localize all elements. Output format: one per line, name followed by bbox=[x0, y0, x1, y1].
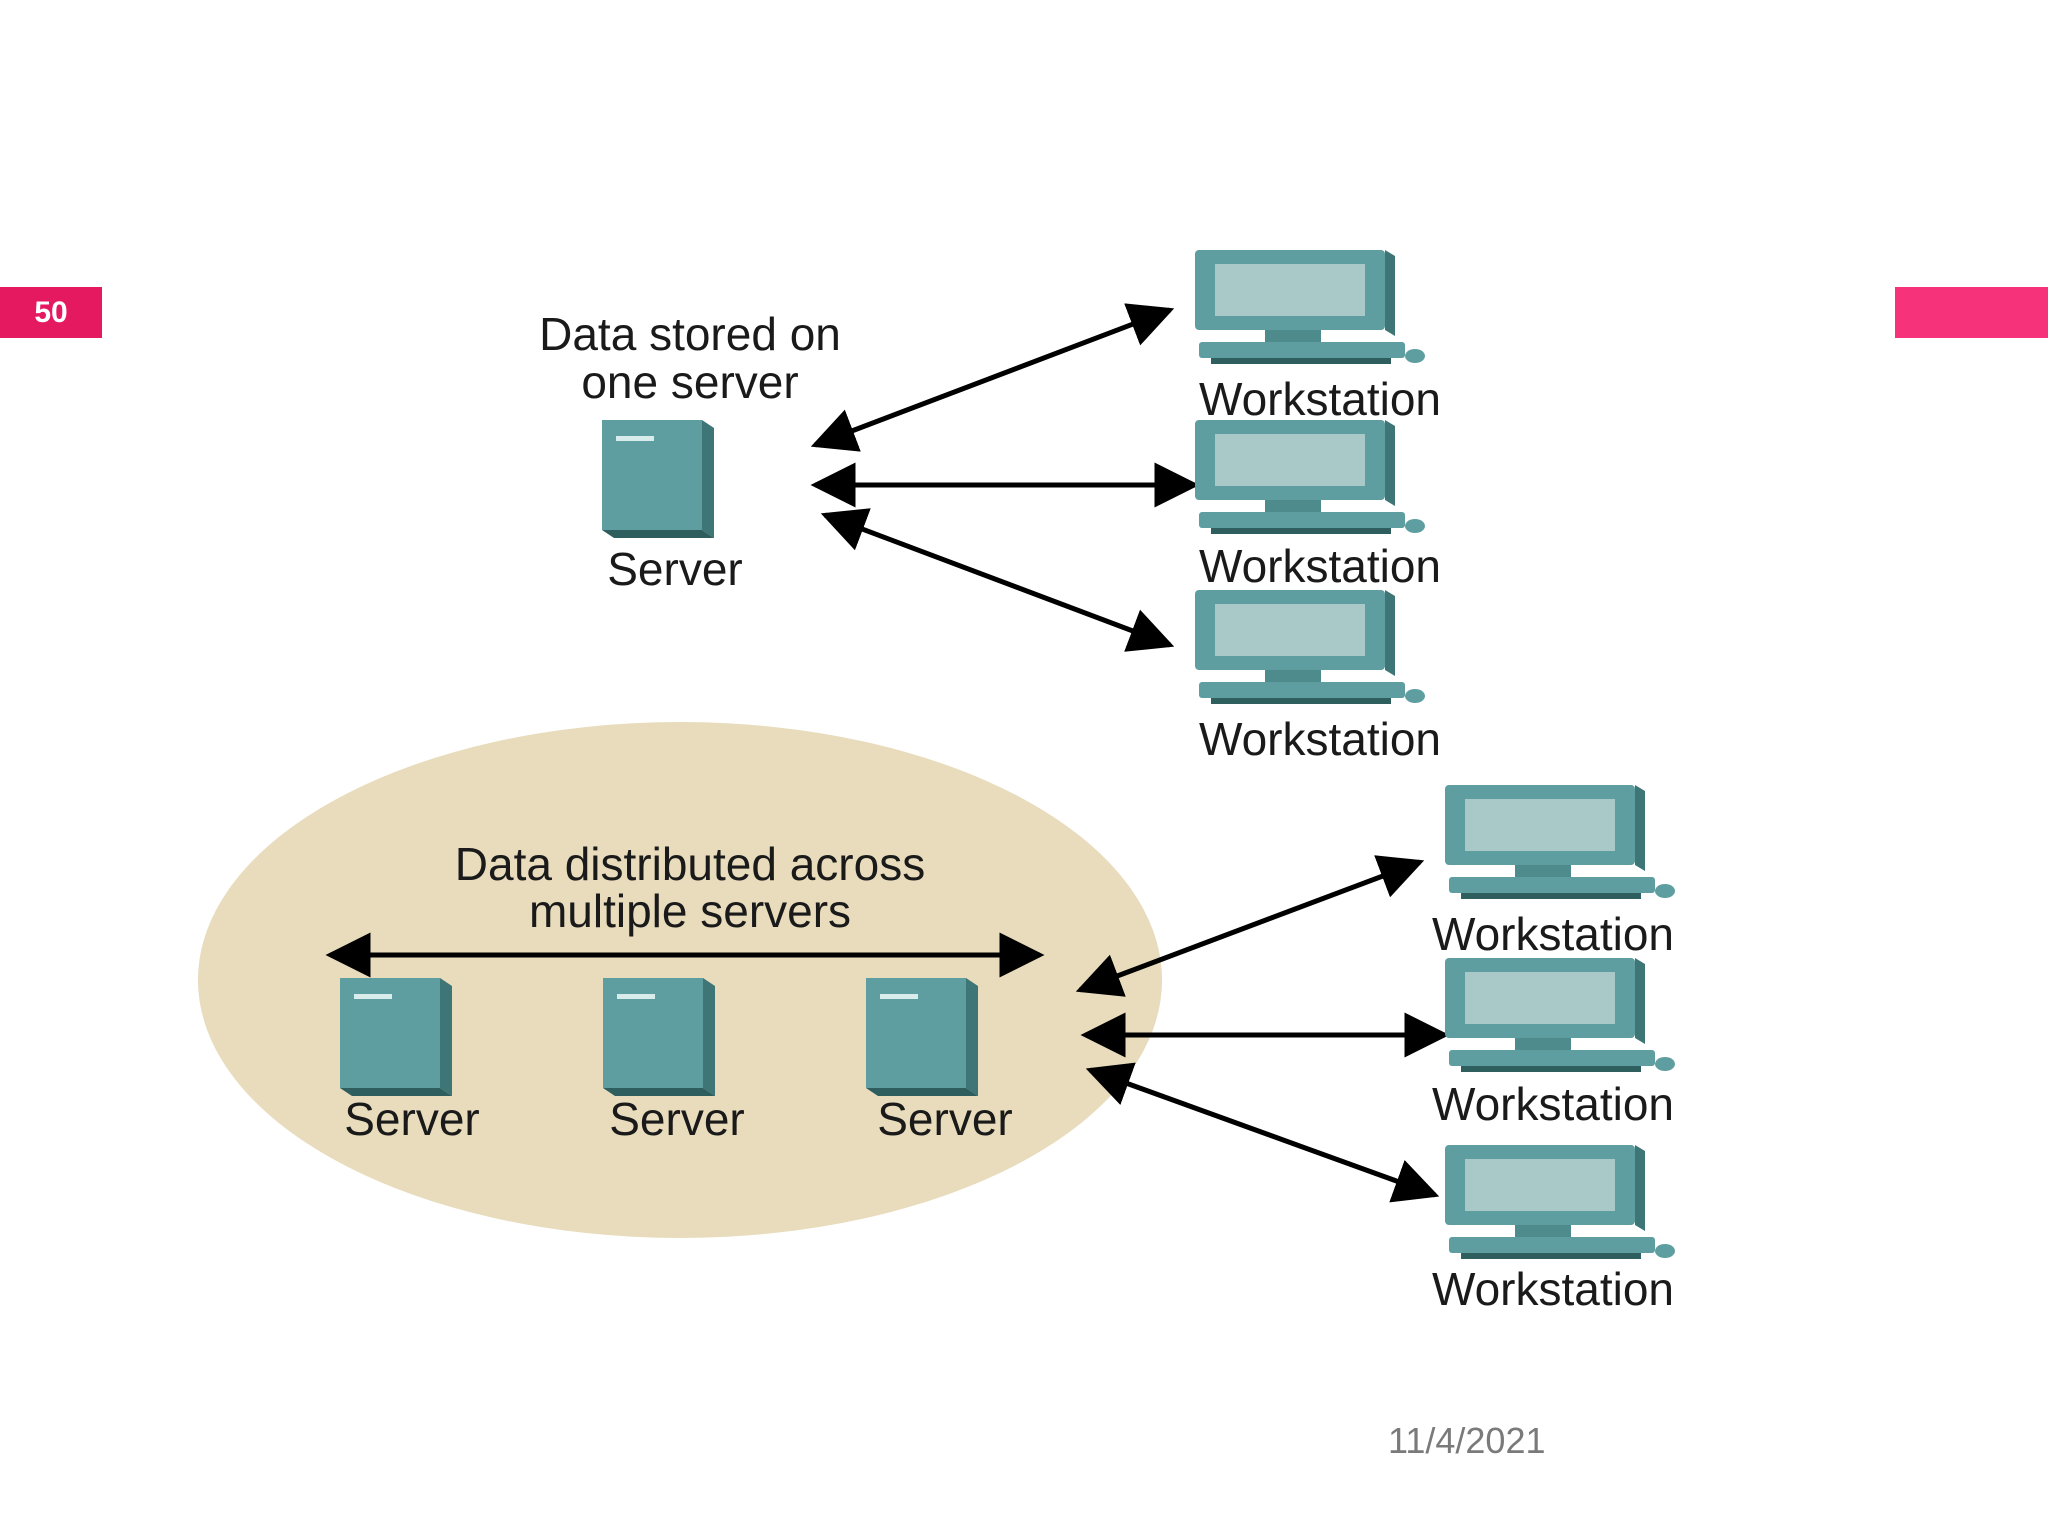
bottom-workstation-icon-2 bbox=[1445, 958, 1675, 1072]
bottom-server-icon-1 bbox=[340, 978, 452, 1096]
bottom-workstation-icon-1 bbox=[1445, 785, 1675, 899]
top-workstation-icon-2 bbox=[1195, 420, 1425, 534]
bottom-workstation-label-3: Workstation bbox=[1432, 1263, 1674, 1315]
top-workstation-label-1: Workstation bbox=[1199, 373, 1441, 425]
top-workstation-icon-1 bbox=[1195, 250, 1425, 364]
slide-number-badge: 50 bbox=[0, 287, 102, 338]
bottom-workstation-icon-3 bbox=[1445, 1145, 1675, 1259]
top-arrow-1 bbox=[810, 303, 1175, 452]
top-server-icon bbox=[602, 420, 714, 538]
top-workstation-label-3: Workstation bbox=[1199, 713, 1441, 765]
bottom-server-label-2: Server bbox=[609, 1093, 744, 1145]
bottom-arrow-3 bbox=[1085, 1062, 1440, 1203]
footer-date: 11/4/2021 bbox=[1388, 1420, 1546, 1461]
bottom-arrow-1 bbox=[1075, 855, 1425, 997]
top-arrow-3 bbox=[820, 508, 1175, 652]
bottom-workstation-label-1: Workstation bbox=[1432, 908, 1674, 960]
bottom-server-icon-3 bbox=[866, 978, 978, 1096]
accent-bar bbox=[1895, 287, 2048, 338]
bottom-caption-line2: multiple servers bbox=[529, 885, 851, 937]
bottom-server-icon-2 bbox=[603, 978, 715, 1096]
bottom-server-label-1: Server bbox=[344, 1093, 479, 1145]
top-caption-line2: one server bbox=[581, 356, 798, 408]
top-workstation-label-2: Workstation bbox=[1199, 540, 1441, 592]
top-workstation-icon-3 bbox=[1195, 590, 1425, 704]
bottom-workstation-label-2: Workstation bbox=[1432, 1078, 1674, 1130]
top-server-label: Server bbox=[607, 543, 742, 595]
bottom-caption-line1: Data distributed across bbox=[455, 838, 925, 890]
top-caption-line1: Data stored on bbox=[539, 308, 841, 360]
bottom-server-label-3: Server bbox=[877, 1093, 1012, 1145]
